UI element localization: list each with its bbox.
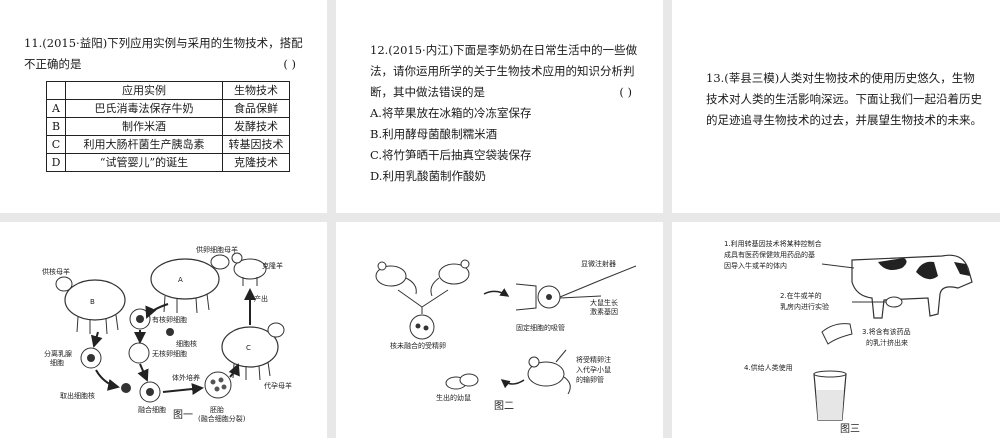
cloned-sheep-icon — [231, 252, 267, 286]
table-row: D “试管婴儿”的诞生 克隆技术 — [46, 153, 290, 172]
step-3-line-2: 的乳汁挤出来 — [866, 338, 908, 347]
step-1-line-3: 因导入牛或羊的体内 — [724, 261, 787, 270]
microinjection-icon — [515, 265, 637, 311]
answer-blank: ( ) — [283, 57, 296, 71]
table-cell: C — [46, 135, 66, 154]
sheep-b-icon — [55, 276, 126, 335]
label-surrogate: 代孕母羊 — [264, 381, 292, 390]
label-syringe: 显微注射器 — [581, 259, 616, 268]
option-a: A.将苹果放在冰箱的冷冻室保存 — [370, 106, 532, 120]
table-cell: 巴氏消毒法保存牛奶 — [65, 99, 223, 118]
cloning-diagram: 供卵细胞母羊 A 供核母羊 B 有核卵细胞 细胞核 无核卵细胞 克隆羊 产出 — [42, 245, 292, 423]
table-header-tech: 生物技术 — [222, 81, 290, 100]
table-cell — [46, 81, 66, 100]
option-b: B.利用酵母菌酿制糯米酒 — [370, 127, 498, 141]
label-take-nucleus: 取出细胞核 — [60, 391, 95, 400]
label-nucleus: 细胞核 — [176, 339, 197, 348]
taken-nucleus-icon — [121, 383, 131, 393]
question-12-panel: 12.(2015·内江)下面是李奶奶在日常生活中的一些做法，请你运用所学的关于生… — [336, 0, 663, 213]
surrogate-mouse-icon — [527, 356, 571, 395]
label-b: B — [90, 298, 95, 306]
table-cell: D — [46, 153, 66, 172]
label-breast-2: 细胞 — [50, 358, 64, 367]
label-gene-2: 激素基因 — [590, 307, 618, 316]
question-11-text: 11.(2015·益阳)下列应用实例与采用的生物技术，搭配不正确的是 ( ) — [24, 33, 314, 75]
table-cell: 转基因技术 — [222, 135, 290, 154]
label-oocyte: 有核卵细胞 — [152, 315, 187, 324]
transgenic-mouse-diagram: 核未融合的受精卵 显微注射器 大鼠生长 激素基因 固定细胞的吸管 将受精卵注 入… — [375, 259, 637, 412]
option-d: D.利用乳酸菌制作酸奶 — [370, 169, 486, 183]
nucleus-icon — [166, 328, 174, 336]
table-cell: B — [46, 117, 66, 136]
step-1-line-1: 1.利用转基因技术将某种控制合 — [724, 239, 822, 248]
question-12-stem: 12.(2015·内江)下面是李奶奶在日常生活中的一些做法，请你运用所学的关于生… — [370, 43, 638, 99]
enucleated-egg-icon — [128, 342, 150, 364]
table-cell: 发酵技术 — [222, 117, 290, 136]
step-4-line-1: 4.供给人类使用 — [744, 363, 793, 372]
step-1-line-2: 成具有医药保健效用药品的基 — [724, 250, 815, 259]
label-gene: 大鼠生长 — [590, 298, 618, 307]
table-cell: “试管婴儿”的诞生 — [65, 153, 223, 172]
label-embryo-note: (融合细胞分裂) — [198, 414, 246, 423]
label-pipette: 固定细胞的吸管 — [516, 323, 565, 332]
answer-table: 应用实例 生物技术 A 巴氏消毒法保存牛奶 食品保鲜 B 制作米酒 发酵技术 C… — [46, 81, 290, 172]
figure-2-caption: 图二 — [494, 400, 514, 412]
label-pups: 生出的幼鼠 — [436, 393, 471, 402]
fertilized-egg-icon — [409, 314, 435, 340]
table-row: A 巴氏消毒法保存牛奶 食品保鲜 — [46, 99, 290, 118]
question-13-text: 13.(莘县三模)人类对生物技术的使用历史悠久，生物技术对人类的生活影响深远。下… — [706, 68, 986, 131]
label-breast: 分离乳腺 — [44, 349, 72, 358]
question-13-stem: 13.(莘县三模)人类对生物技术的使用历史悠久，生物技术对人类的生活影响深远。下… — [706, 71, 982, 127]
table-header-example: 应用实例 — [65, 81, 223, 100]
step-2-line-1: 2.在牛或羊的 — [780, 291, 822, 300]
figure-2-panel: 核未融合的受精卵 显微注射器 大鼠生长 激素基因 固定细胞的吸管 将受精卵注 入… — [336, 222, 663, 438]
question-13-panel: 13.(莘县三模)人类对生物技术的使用历史悠久，生物技术对人类的生活影响深远。下… — [672, 0, 1000, 213]
label-inject-3: 的输卵管 — [576, 375, 604, 384]
label-donor-b: 供核母羊 — [42, 267, 70, 276]
label-inject: 将受精卵注 — [576, 355, 611, 364]
question-11-panel: 11.(2015·益阳)下列应用实例与采用的生物技术，搭配不正确的是 ( ) 应… — [0, 0, 327, 213]
question-12-text: 12.(2015·内江)下面是李奶奶在日常生活中的一些做法，请你运用所学的关于生… — [370, 40, 650, 187]
label-a: A — [178, 276, 183, 284]
cow-icon — [851, 254, 973, 319]
table-cell: 利用大肠杆菌生产胰岛素 — [65, 135, 223, 154]
table-cell: 克隆技术 — [222, 153, 290, 172]
label-egg: 核未融合的受精卵 — [390, 341, 446, 350]
figure-3-caption: 图三 — [840, 423, 860, 435]
label-birth: 产出 — [254, 294, 268, 303]
label-culture: 体外培养 — [172, 373, 200, 382]
sheep-c-icon — [221, 322, 285, 381]
table-cell: 制作米酒 — [65, 117, 223, 136]
question-11-stem: 11.(2015·益阳)下列应用实例与采用的生物技术，搭配不正确的是 — [24, 36, 303, 71]
mouse-male-icon — [375, 261, 417, 295]
label-donor-a: 供卵细胞母羊 — [196, 245, 238, 254]
sheep-a-icon — [150, 254, 230, 314]
step-3-line-1: 3.将含有该药品 — [862, 327, 911, 336]
embryo-icon — [204, 371, 232, 399]
pups-icon — [445, 373, 479, 390]
table-header-row: 应用实例 生物技术 — [46, 81, 290, 100]
figure-3-panel: 1.利用转基因技术将某种控制合 成具有医药保健效用药品的基 因导入牛或羊的体内 … — [672, 222, 1000, 438]
table-row: C 利用大肠杆菌生产胰岛素 转基因技术 — [46, 135, 290, 154]
label-fused: 融合细胞 — [138, 405, 166, 414]
hand-icon — [821, 323, 853, 345]
answer-blank: ( ) — [619, 85, 632, 99]
transgenic-cow-diagram: 1.利用转基因技术将某种控制合 成具有医药保健效用药品的基 因导入牛或羊的体内 … — [724, 239, 973, 435]
option-c: C.将竹笋晒干后抽真空袋装保存 — [370, 148, 532, 162]
figure-1-panel: 供卵细胞母羊 A 供核母羊 B 有核卵细胞 细胞核 无核卵细胞 克隆羊 产出 — [0, 222, 327, 438]
table-cell: A — [46, 99, 66, 118]
table-cell: 食品保鲜 — [222, 99, 290, 118]
table-row: B 制作米酒 发酵技术 — [46, 117, 290, 136]
label-cloned: 克隆羊 — [262, 261, 283, 270]
label-c: C — [246, 344, 251, 352]
label-enucleated: 无核卵细胞 — [152, 349, 187, 358]
step-2-line-2: 乳房内进行实验 — [780, 302, 829, 311]
figure-1-caption: 图一 — [173, 409, 193, 421]
milk-glass-icon — [813, 370, 847, 421]
mouse-female-icon — [430, 259, 470, 297]
label-inject-2: 入代孕小鼠 — [576, 365, 611, 374]
label-embryo: 胚胎 — [210, 405, 224, 414]
